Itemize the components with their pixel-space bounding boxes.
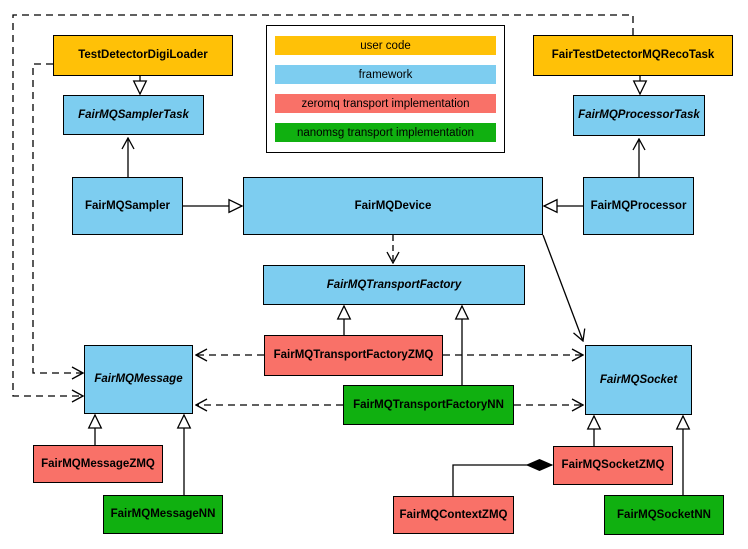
- legend-item-zeromq: zeromq transport implementation: [275, 94, 496, 113]
- class-node-fairmqtransportfactory: FairMQTransportFactory: [263, 265, 525, 305]
- edge-device-uses-socket: [542, 234, 583, 341]
- class-node-fairmqmessagenn: FairMQMessageNN: [103, 495, 223, 534]
- edge-contextzmq-composed-in-socketzmq: [452, 465, 552, 496]
- class-node-fairmqsocketnn: FairMQSocketNN: [604, 495, 724, 535]
- class-node-fairmqsampler: FairMQSampler: [72, 177, 183, 235]
- edge-recotask-uses-message: [12, 14, 634, 396]
- legend-box: user code framework zeromq transport imp…: [266, 25, 505, 153]
- legend-label: zeromq transport implementation: [301, 97, 470, 110]
- edge-digiloader-uses-message: [32, 63, 83, 373]
- class-node-fairmqmessagezmq: FairMQMessageZMQ: [33, 445, 163, 483]
- legend-item-framework: framework: [275, 65, 496, 84]
- class-node-testdetectordigiloader: TestDetectorDigiLoader: [53, 35, 233, 76]
- class-node-fairmqsocket: FairMQSocket: [585, 345, 692, 415]
- legend-label: user code: [360, 39, 411, 52]
- class-node-fairmqtransportfactoryzmq: FairMQTransportFactoryZMQ: [264, 335, 443, 376]
- legend-label: framework: [358, 68, 413, 81]
- class-node-fairmqprocessortask: FairMQProcessorTask: [573, 95, 705, 136]
- legend-item-user-code: user code: [275, 36, 496, 55]
- class-node-fairmqprocessor: FairMQProcessor: [583, 177, 694, 235]
- class-node-fairmqmessage: FairMQMessage: [84, 345, 193, 414]
- class-node-fairmqsocketzmq: FairMQSocketZMQ: [553, 446, 673, 485]
- class-node-fairtestdetectormqrecotask: FairTestDetectorMQRecoTask: [533, 35, 733, 76]
- legend-label: nanomsg transport implementation: [296, 126, 475, 139]
- class-node-fairmqtransportfactorynn: FairMQTransportFactoryNN: [343, 385, 514, 425]
- legend-item-nanomsg: nanomsg transport implementation: [275, 123, 496, 142]
- class-node-fairmqdevice: FairMQDevice: [243, 177, 543, 235]
- class-node-fairmqcontextzmq: FairMQContextZMQ: [393, 496, 514, 534]
- class-node-fairmqsamplertask: FairMQSamplerTask: [63, 95, 204, 135]
